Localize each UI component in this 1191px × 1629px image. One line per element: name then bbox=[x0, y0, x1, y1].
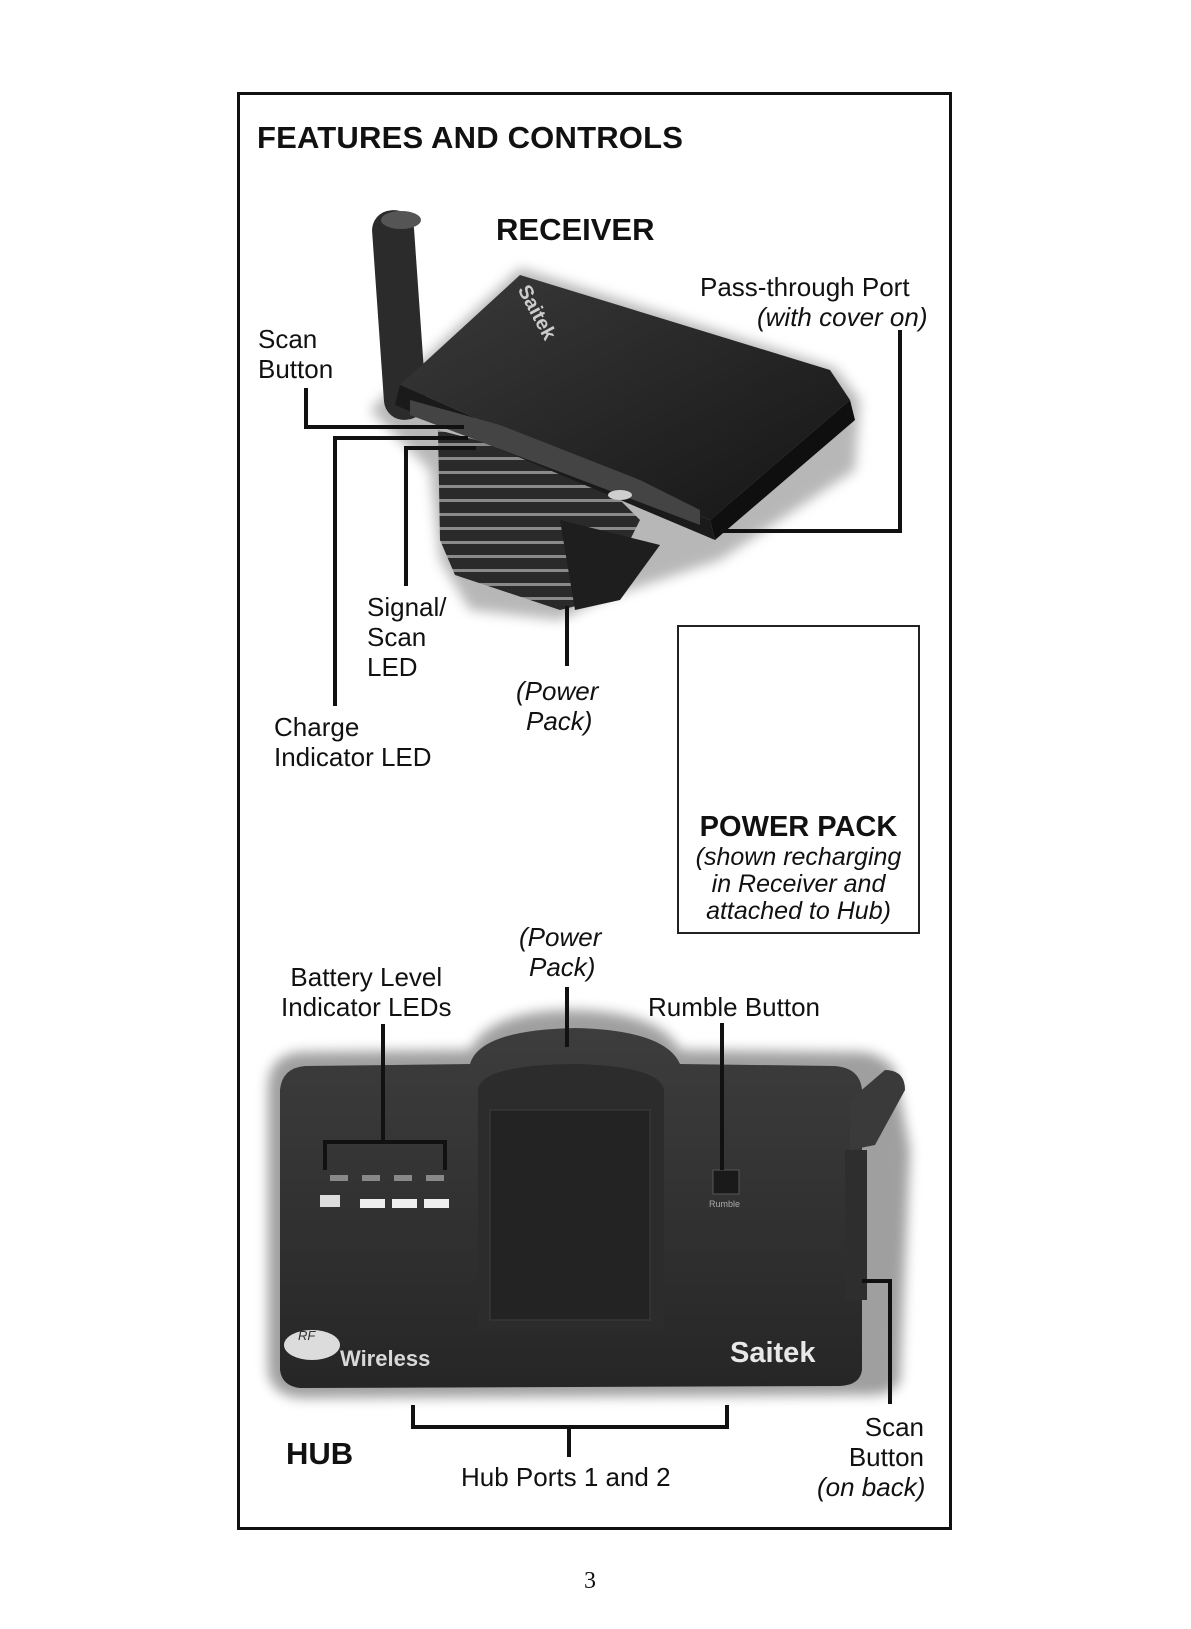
hub-brand-logo: Saitek bbox=[730, 1337, 816, 1369]
receiver-scan-button-label: Scan Button bbox=[258, 324, 333, 384]
rf-logo-text: RF bbox=[298, 1328, 316, 1343]
receiver-title: RECEIVER bbox=[496, 212, 654, 248]
page-heading: FEATURES AND CONTROLS bbox=[257, 120, 683, 156]
page-number: 3 bbox=[584, 1568, 596, 1595]
power-pack-caption: (shown recharging in Receiver and attach… bbox=[679, 844, 918, 925]
rumble-button-image bbox=[713, 1170, 739, 1194]
receiver-power-pack-label: (Power Pack) bbox=[516, 676, 598, 736]
hub-ports-label: Hub Ports 1 and 2 bbox=[461, 1462, 671, 1492]
pass-through-port-note: (with cover on) bbox=[757, 302, 928, 332]
charge-indicator-led-label: Charge Indicator LED bbox=[274, 712, 432, 772]
hub-power-pack-label: (Power Pack) bbox=[519, 922, 601, 982]
power-pack-title: POWER PACK bbox=[679, 811, 918, 844]
battery-level-leds-label: Battery Level Indicator LEDs bbox=[281, 962, 452, 1022]
hub-title: HUB bbox=[286, 1436, 353, 1472]
rumble-button-text: Rumble bbox=[709, 1199, 740, 1209]
rumble-button-label: Rumble Button bbox=[648, 992, 820, 1022]
signal-scan-led-label: Signal/ Scan LED bbox=[367, 592, 447, 682]
wireless-logo: Wireless bbox=[340, 1346, 430, 1371]
hub-scan-button-label: Scan Button (on back) bbox=[817, 1412, 924, 1502]
pass-through-port-label: Pass-through Port bbox=[700, 272, 910, 302]
hub-image: Rumble RF Wireless Saitek bbox=[268, 1010, 910, 1398]
power-pack-box: POWER PACK (shown recharging in Receiver… bbox=[677, 625, 920, 934]
receiver-image: Saitek bbox=[370, 209, 860, 620]
